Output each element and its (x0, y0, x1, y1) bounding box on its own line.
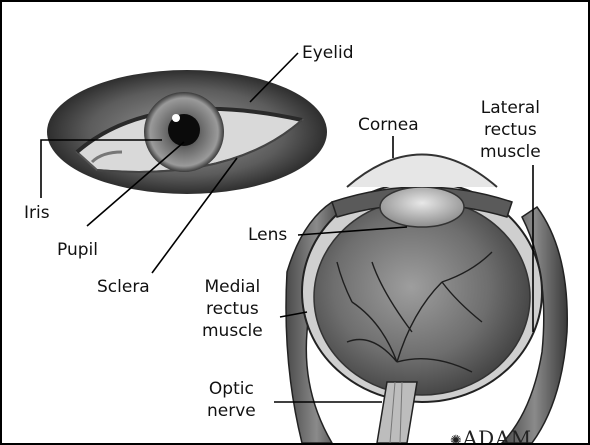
label-medial-rectus-muscle: Medial rectus muscle (202, 276, 263, 342)
adam-logo: ✺ADAM (450, 426, 532, 445)
label-sclera: Sclera (97, 276, 150, 298)
label-iris: Iris (24, 202, 50, 224)
label-cornea: Cornea (358, 114, 419, 136)
label-eyelid: Eyelid (302, 42, 354, 64)
adam-logo-icon: ✺ (450, 433, 463, 445)
eyeball-cross-section (286, 155, 567, 444)
label-lens: Lens (248, 224, 287, 246)
label-optic-nerve: Optic nerve (207, 378, 256, 422)
label-pupil: Pupil (57, 239, 98, 261)
lens-shape (380, 187, 464, 227)
adam-logo-text: ADAM (463, 426, 532, 445)
external-eye (47, 70, 327, 194)
cornea-shape (347, 155, 497, 188)
label-lateral-rectus-muscle: Lateral rectus muscle (480, 97, 541, 163)
